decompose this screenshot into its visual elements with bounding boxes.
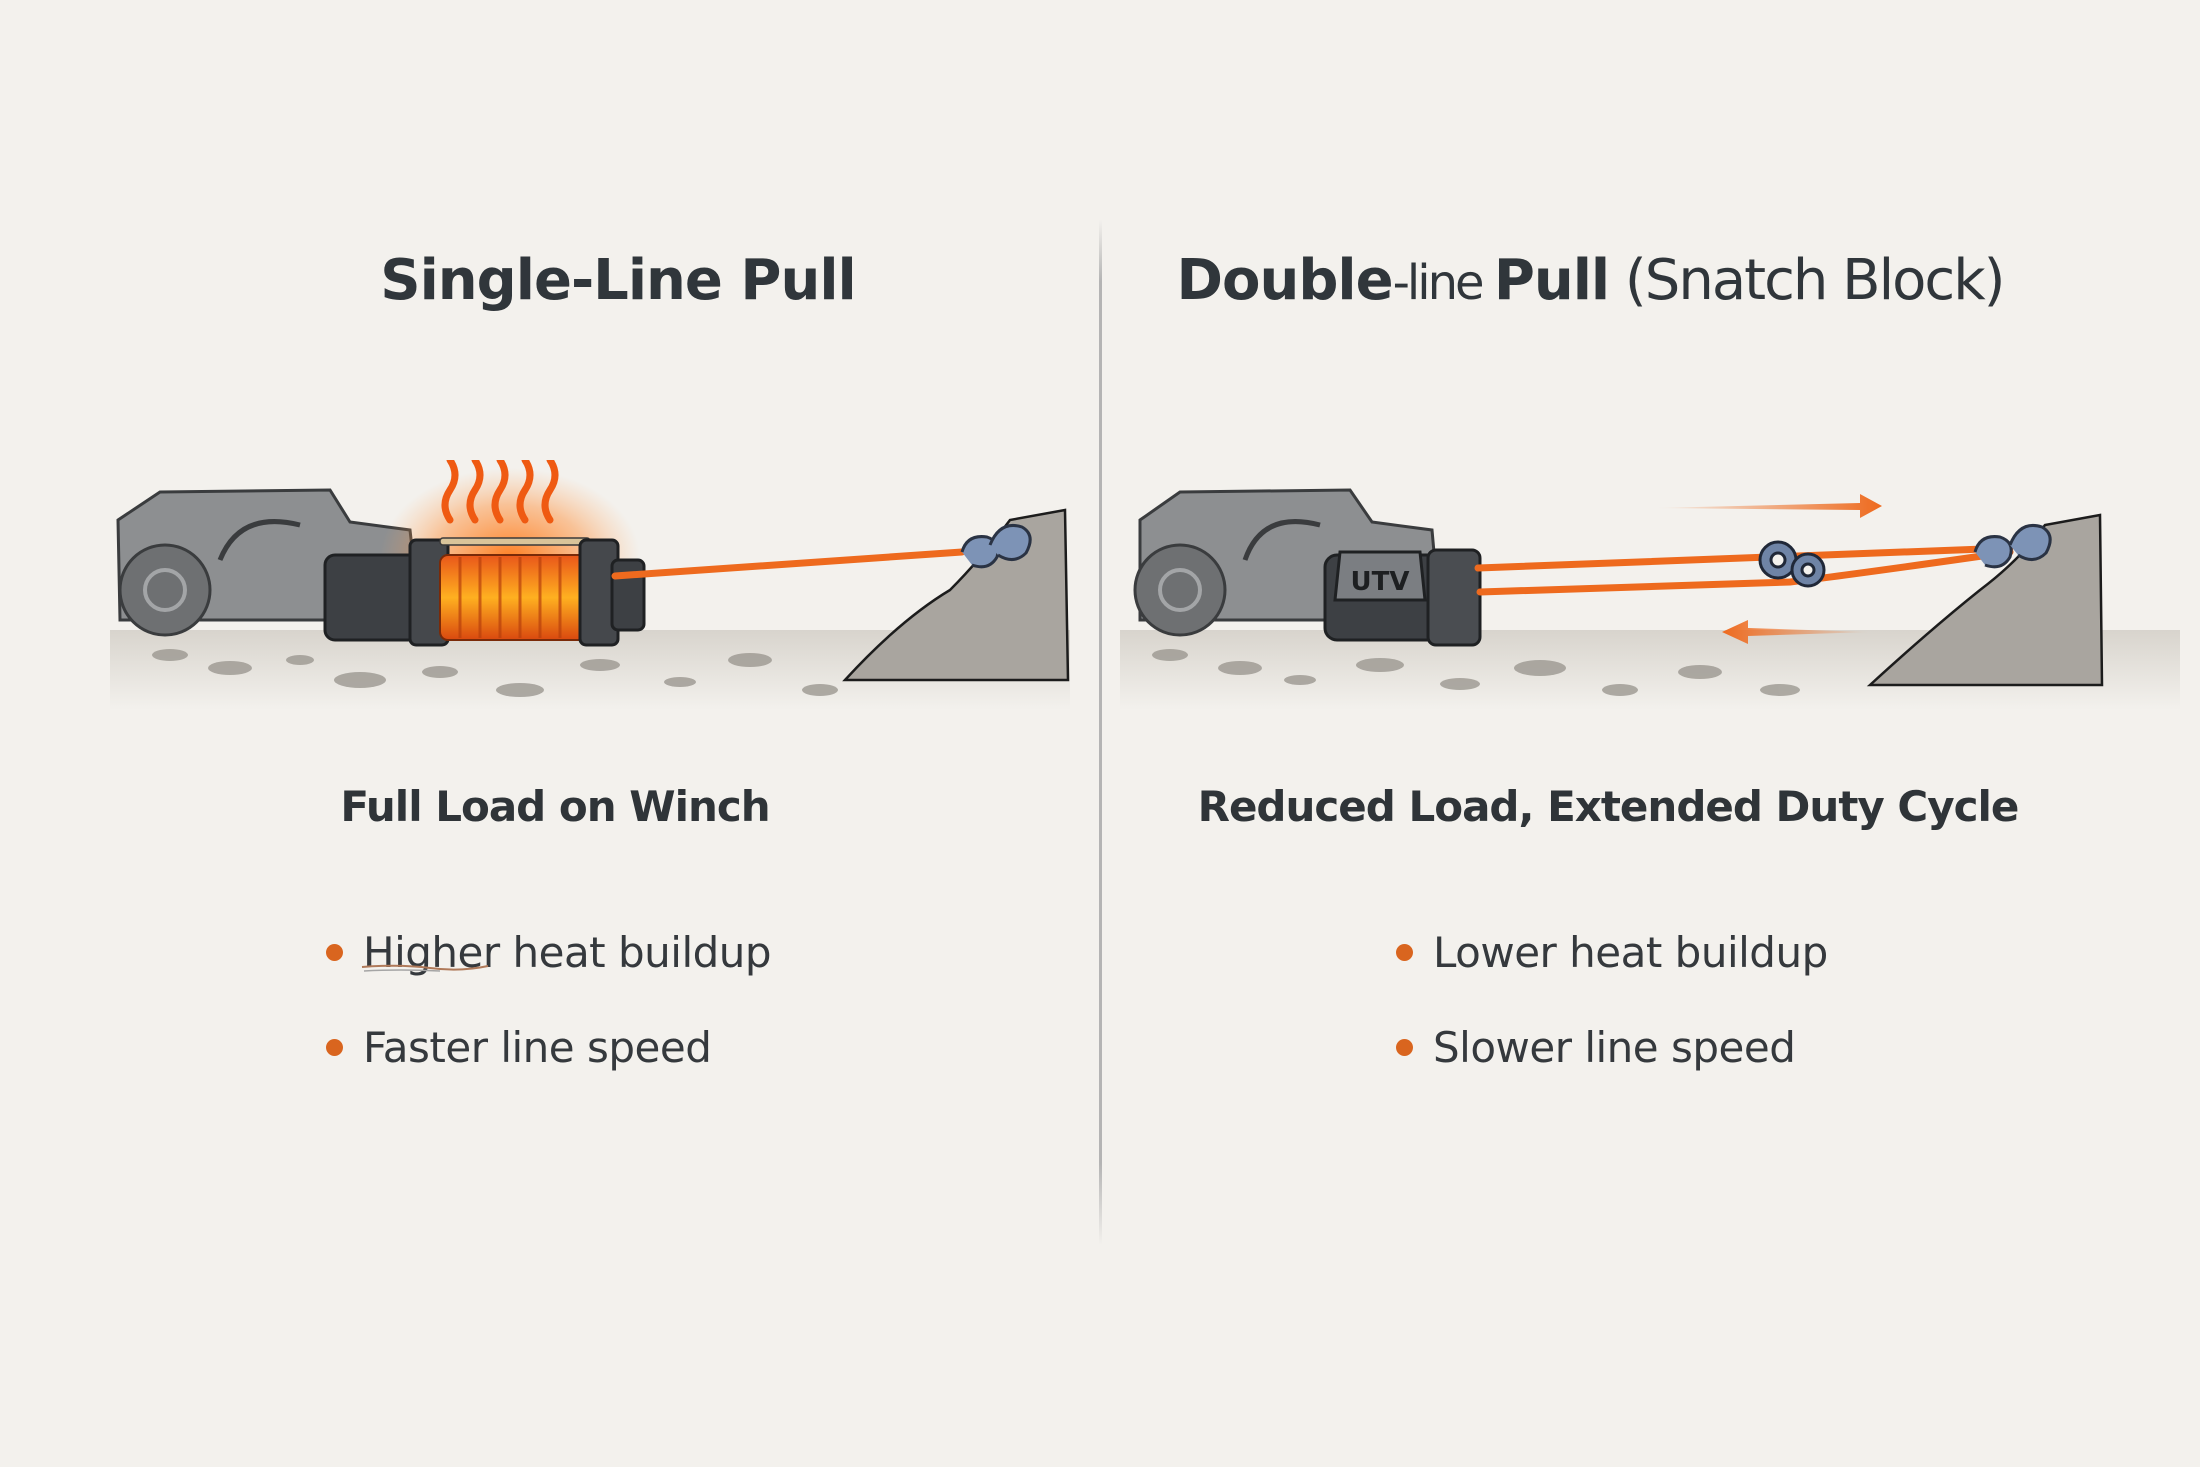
bullet-dot-icon: [326, 944, 343, 961]
snatch-block-icon: [1758, 540, 1826, 588]
underline-squiggle-icon: [361, 964, 489, 972]
title-part-double: Double: [1176, 248, 1394, 313]
bullet-text: Faster line speed: [363, 1023, 712, 1072]
bullet-item: Higher heat buildup: [326, 905, 772, 1000]
title-part-pull: Pull: [1493, 248, 1610, 313]
rope-icon: [611, 548, 966, 580]
bullet-item: Lower heat buildup: [1396, 905, 1828, 1000]
heat-waves-icon: [441, 460, 559, 524]
bullet-item: Faster line speed: [326, 1000, 771, 1095]
double-rope-icon: [1474, 544, 2014, 596]
title-part-snatch-block: (Snatch Block): [1609, 248, 2006, 313]
single-line-pull-panel: Single-Line Pull: [110, 248, 1070, 1095]
single-line-pull-subheading: Full Load on Winch: [340, 782, 770, 831]
shackle-icon: [1973, 524, 2052, 569]
single-line-pull-illustration: [110, 460, 1070, 710]
bullet-text: Slower line speed: [1433, 1023, 1796, 1072]
bullet-dot-icon: [1396, 944, 1413, 961]
panel-divider: [1099, 220, 1102, 1245]
double-line-pull-title: Double-line Pull (Snatch Block): [1100, 248, 2080, 313]
bullet-item: Slower line speed: [1396, 1000, 1828, 1095]
single-line-pull-title: Single-Line Pull: [380, 248, 856, 313]
winch-icon: UTV: [1323, 548, 1482, 647]
arrow-right-icon: [1655, 494, 1882, 518]
double-line-pull-bullets: Lower heat buildup Slower line speed: [1396, 905, 1828, 1095]
double-line-pull-illustration: UTV: [1120, 488, 2180, 710]
shackle-icon: [960, 524, 1032, 569]
double-line-pull-panel: Double-line Pull (Snatch Block): [1100, 0, 2200, 1467]
winch-icon: [323, 537, 646, 647]
bullet-text: Lower heat buildup: [1433, 928, 1828, 977]
title-part-line: -line: [1392, 255, 1494, 311]
arrow-left-icon: [1722, 620, 1870, 644]
single-line-pull-bullets: Higher heat buildup Faster line speed: [326, 905, 772, 1095]
bullet-dot-icon: [326, 1039, 343, 1056]
bullet-dot-icon: [1396, 1039, 1413, 1056]
anchor-rock-icon: [842, 508, 1070, 682]
double-line-pull-subheading: Reduced Load, Extended Duty Cycle: [1197, 782, 2020, 831]
winch-label: UTV: [1351, 567, 1410, 597]
